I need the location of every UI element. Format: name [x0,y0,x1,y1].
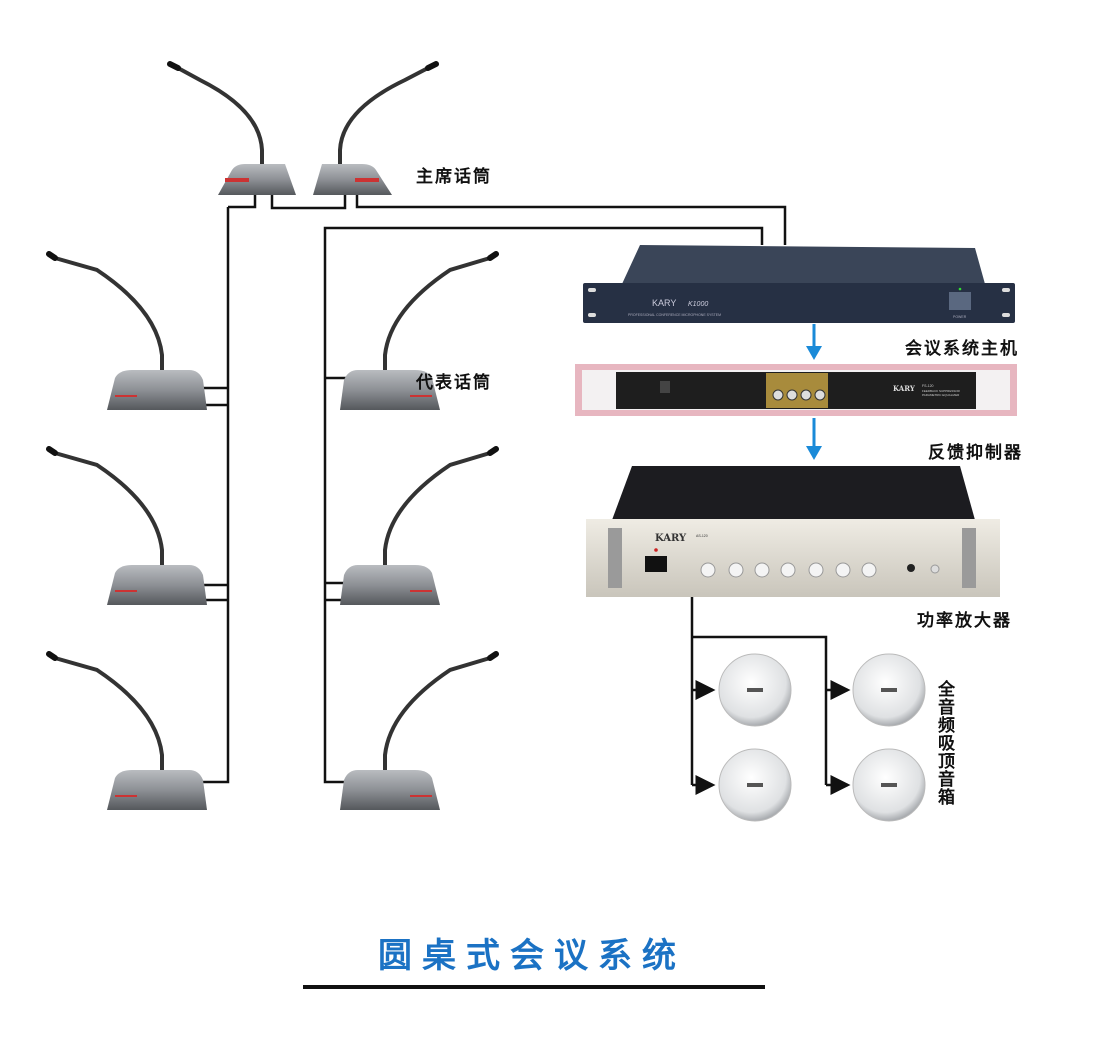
delegate-mic-left-1 [46,251,208,411]
ceiling-speaker [852,653,926,727]
ceiling-speaker [718,653,792,727]
svg-text:KARY: KARY [652,298,676,308]
ceiling-speaker [852,748,926,822]
signal-arrow-1 [806,324,822,360]
delegate-mic-left-3 [46,651,208,811]
power-amplifier-unit: KARY AS-120 [586,466,1000,597]
svg-text:KARY: KARY [893,384,916,393]
delegate-mic-right-2 [339,446,499,606]
svg-text:PARAMETRIC EQUALIZER: PARAMETRIC EQUALIZER [922,393,960,397]
svg-text:K1000: K1000 [688,301,708,308]
delegate-mic-left-2 [46,446,208,606]
conference-host-unit: KARY K1000 PROFESSIONAL CONFERENCE MICRO… [583,245,1015,323]
wiring [190,192,851,795]
delegate-mic-right-3 [339,651,499,811]
svg-text:PROFESSIONAL CONFERENCE MICROP: PROFESSIONAL CONFERENCE MICROPHONE SYSTE… [628,313,721,317]
speakers-label: 全音频吸顶音箱 [934,680,954,806]
chairman-mics-label: 主席话筒 [416,167,492,187]
delegate-mic-right-1 [339,251,499,411]
ceiling-speaker [718,748,792,822]
svg-text:FEEDBACK SUPPRESSOR: FEEDBACK SUPPRESSOR [922,389,961,393]
delegate-mics-label: 代表话筒 [416,373,492,393]
feedback-suppressor-unit: KARY FS-120 FEEDBACK SUPPRESSOR PARAMETR… [575,364,1017,416]
svg-text:KARY: KARY [655,533,687,544]
chairman-mic-right [313,61,439,195]
chairman-mic-left [167,61,296,195]
svg-text:POWER: POWER [953,315,967,319]
svg-text:AS-120: AS-120 [696,534,708,538]
signal-arrow-2 [806,418,822,460]
svg-text:FS-120: FS-120 [922,384,934,388]
suppressor-label: 反馈抑制器 [928,443,1023,463]
title-underline [303,985,765,989]
amplifier-label: 功率放大器 [917,611,1012,631]
host-label: 会议系统主机 [905,339,1019,359]
page-title: 圆桌式会议系统 [378,936,686,976]
